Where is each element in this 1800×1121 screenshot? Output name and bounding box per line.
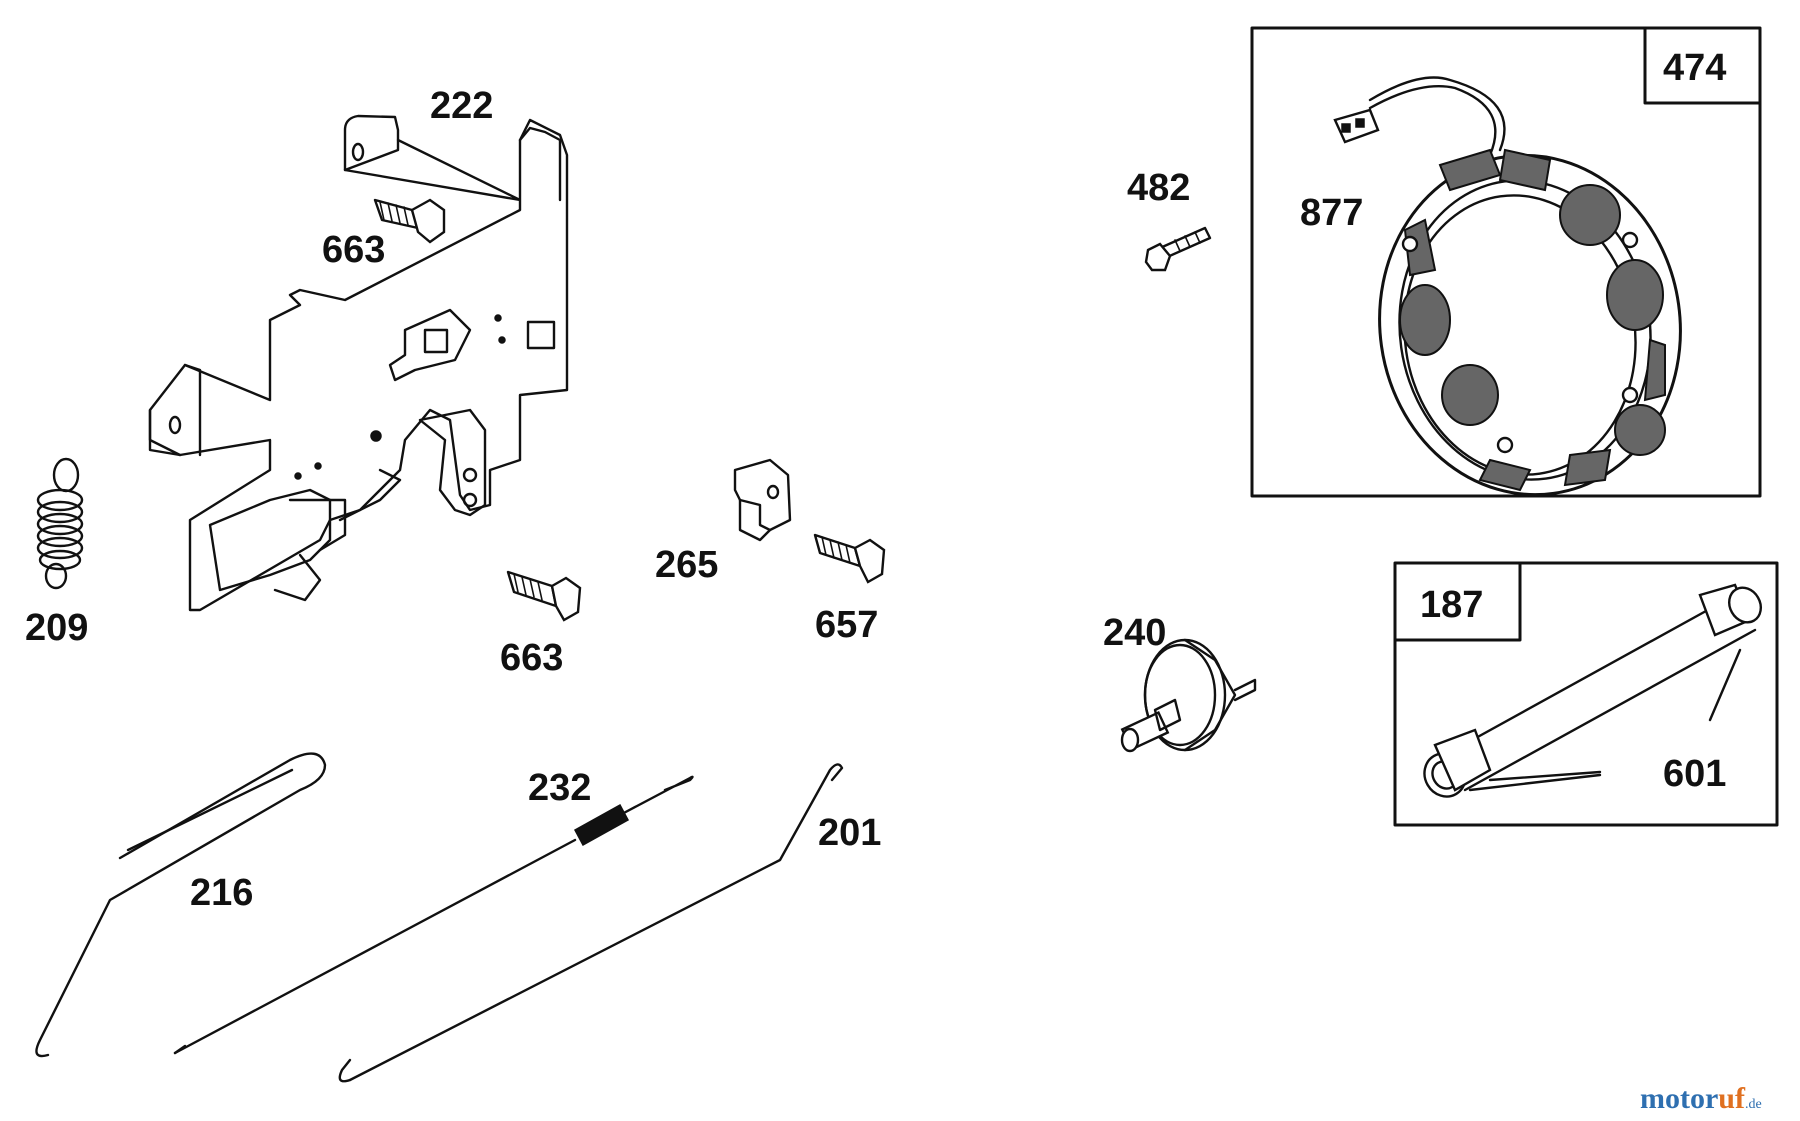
control-bracket-222 <box>148 114 569 612</box>
label-601: 601 <box>1663 753 1726 795</box>
label-657: 657 <box>815 604 878 646</box>
stator-877 <box>1333 76 1682 497</box>
screw-663-upper <box>373 198 446 244</box>
label-482: 482 <box>1127 167 1190 209</box>
watermark-logo: motoruf.de <box>1640 1082 1762 1115</box>
svg-text:motoruf.de: motoruf.de <box>1640 1082 1762 1115</box>
fuel-line-hose <box>1423 583 1763 798</box>
label-222: 222 <box>430 85 493 127</box>
fuel-line-box-187 <box>1393 561 1779 827</box>
stator-box-474 <box>1250 26 1762 498</box>
label-232: 232 <box>528 767 591 809</box>
label-187: 187 <box>1420 584 1483 626</box>
label-877: 877 <box>1300 192 1363 234</box>
label-663-lower: 663 <box>500 637 563 679</box>
label-216: 216 <box>190 872 253 914</box>
label-209: 209 <box>25 607 88 649</box>
label-201: 201 <box>818 812 881 854</box>
spring-209 <box>36 457 84 590</box>
rod-216 <box>35 752 327 1058</box>
rod-201 <box>338 763 844 1083</box>
spring-rod-232 <box>173 775 694 1055</box>
screw-482 <box>1144 226 1212 272</box>
clip-265 <box>733 458 792 542</box>
label-474: 474 <box>1663 47 1726 89</box>
fuel-filter-240 <box>1120 638 1257 753</box>
label-240: 240 <box>1103 612 1166 654</box>
screw-663-lower <box>506 570 582 622</box>
screw-657 <box>813 533 886 584</box>
label-663-upper: 663 <box>322 229 385 271</box>
label-265: 265 <box>655 544 718 586</box>
